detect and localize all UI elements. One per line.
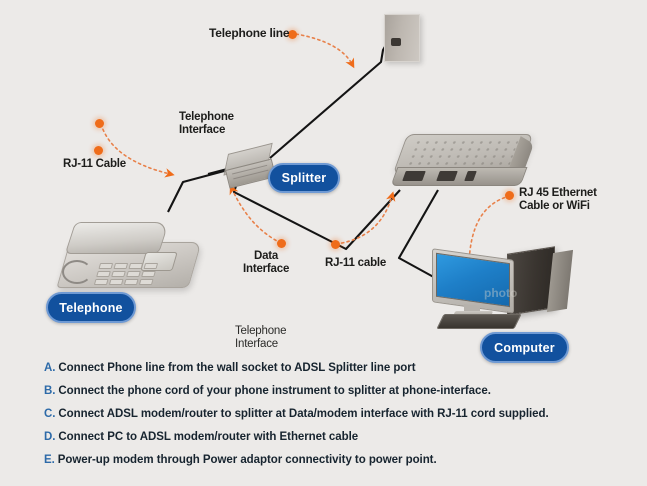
telephone-keypad <box>93 263 159 285</box>
modem-port-lan <box>436 171 458 181</box>
cable-splitter-to-modem <box>232 185 401 251</box>
instruction-key-d: D. <box>44 431 56 443</box>
modem-vent-pattern <box>404 139 520 167</box>
instruction-item-b: B.Connect the phone cord of your phone i… <box>44 385 491 397</box>
leader-rj11-cable-mid <box>335 191 396 245</box>
instruction-key-b: B. <box>44 385 56 397</box>
leader-data-interface <box>229 184 282 244</box>
modem-router-device <box>390 134 534 196</box>
modem-port-line <box>402 171 426 181</box>
instruction-key-e: E. <box>44 454 55 466</box>
callout-dot-telephone-interface <box>95 119 104 128</box>
callout-dot-rj11-cable-mid <box>331 240 340 249</box>
instruction-text-a: Connect Phone line from the wall socket … <box>58 362 416 374</box>
callout-data-interface: Data Interface <box>243 250 290 276</box>
instruction-item-c: C.Connect ADSL modem/router to splitter … <box>44 408 549 420</box>
instructions-list: A.Connect Phone line from the wall socke… <box>0 352 647 486</box>
callout-dot-telephone-line <box>288 30 297 39</box>
telephone-cord <box>62 260 92 284</box>
wall-socket-jack <box>391 38 401 46</box>
callout-dot-rj11-cable-left <box>94 146 103 155</box>
callout-telephone-interface: Telephone Interface <box>179 111 234 137</box>
instruction-text-c: Connect ADSL modem/router to splitter at… <box>58 408 549 420</box>
instruction-text-d: Connect PC to ADSL modem/router with Eth… <box>58 431 359 443</box>
cable-splitter-to-telephone <box>167 168 229 213</box>
callout-telephone-line: Telephone line <box>209 26 290 40</box>
callout-telephone-interface-bottom: Telephone Interface <box>235 325 287 351</box>
stock-photo-watermark: photo <box>484 286 518 300</box>
telephone-handset <box>64 222 170 254</box>
callout-rj45-ethernet: RJ 45 Ethernet Cable or WiFi <box>519 187 597 213</box>
callout-rj11-cable-left: RJ-11 Cable <box>63 158 126 170</box>
instruction-key-c: C. <box>44 408 56 420</box>
badge-splitter[interactable]: Splitter <box>268 163 340 193</box>
callout-rj11-cable-mid: RJ-11 cable <box>325 257 387 269</box>
computer-device: photo <box>432 246 587 335</box>
callout-dot-data-interface <box>277 239 286 248</box>
computer-keyboard <box>436 314 522 329</box>
wall-socket-device <box>384 14 420 62</box>
instruction-key-a: A. <box>44 362 56 374</box>
telephone-device <box>45 216 205 298</box>
instruction-item-a: A.Connect Phone line from the wall socke… <box>44 362 416 374</box>
cable-wall-to-splitter <box>269 37 391 159</box>
badge-telephone[interactable]: Telephone <box>46 292 136 323</box>
instruction-text-b: Connect the phone cord of your phone ins… <box>58 385 491 397</box>
badge-computer[interactable]: Computer <box>480 332 569 363</box>
instruction-item-d: D.Connect PC to ADSL modem/router with E… <box>44 431 358 443</box>
callout-dot-rj45-ethernet <box>505 191 514 200</box>
wall-plate <box>384 14 420 62</box>
leader-telephone-line <box>295 33 355 69</box>
instruction-item-e: E.Power-up modem through Power adaptor c… <box>44 454 437 466</box>
instruction-text-e: Power-up modem through Power adaptor con… <box>57 454 437 466</box>
